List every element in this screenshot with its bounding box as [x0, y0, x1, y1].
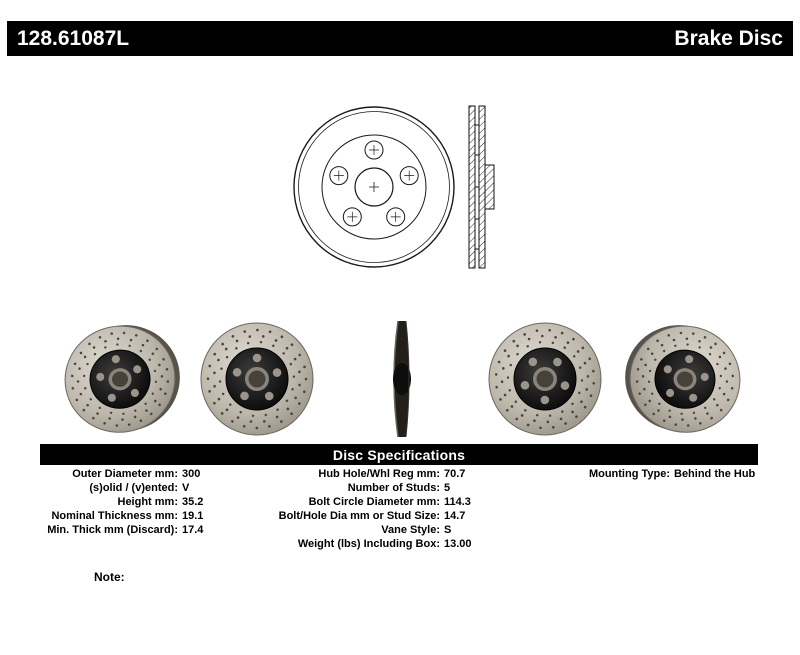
spec-label: Weight (lbs) Including Box: — [297, 538, 440, 550]
spec-row: Height mm: 35.2 — [40, 495, 204, 509]
note-label: Note: — [94, 570, 125, 584]
spec-section-title: Disc Specifications — [332, 446, 466, 463]
spec-row: Outer Diameter mm: 300 — [40, 467, 203, 481]
spec-label: Hub Hole/Whl Reg mm: — [318, 468, 440, 480]
spec-column-middle: Hub Hole/Whl Reg mm: 70.7 Number of Stud… — [262, 467, 472, 551]
spec-row: Vane Style: S — [262, 523, 472, 537]
spec-value: 5 — [444, 482, 451, 494]
spec-row: Bolt Circle Diameter mm: 114.3 — [262, 495, 472, 509]
spec-label: Number of Studs: — [347, 482, 440, 494]
spec-row: Nominal Thickness mm: 19.1 — [40, 509, 203, 523]
spec-label: Vane Style: — [381, 524, 440, 536]
rotor-photo-edge — [393, 320, 411, 438]
spec-row: Bolt/Hole Dia mm or Stud Size: 14.7 — [262, 509, 472, 523]
spec-label: Bolt Circle Diameter mm: — [308, 496, 440, 508]
spec-label: Nominal Thickness mm: — [51, 510, 178, 522]
spec-row: Number of Studs: 5 — [262, 481, 472, 495]
spec-label: Mounting Type: — [588, 468, 670, 480]
spec-row: Mounting Type: Behind the Hub — [556, 467, 755, 481]
spec-value: 300 — [182, 468, 201, 480]
spec-value: 13.00 — [444, 538, 472, 550]
rotor-photo-tilted-left — [64, 325, 180, 433]
spec-value: 114.3 — [444, 496, 471, 508]
spec-label: (s)olid / (v)ented: — [89, 482, 178, 494]
rotor-photo-front — [200, 322, 314, 436]
spec-label: Outer Diameter mm: — [72, 468, 178, 480]
spec-row: Hub Hole/Whl Reg mm: 70.7 — [262, 467, 472, 481]
spec-label: Bolt/Hole Dia mm or Stud Size: — [278, 510, 440, 522]
spec-value: 35.2 — [182, 496, 204, 508]
spec-value: 70.7 — [444, 468, 466, 480]
rotor-photo-tilted-right — [625, 325, 741, 433]
spec-column-left: Outer Diameter mm: 300 (s)olid / (v)ente… — [40, 467, 203, 537]
product-type: Brake Disc — [674, 26, 783, 50]
brake-disc-front-drawing — [293, 106, 455, 268]
spec-section-bar: Disc Specifications — [40, 444, 758, 465]
spec-value: 17.4 — [182, 524, 204, 536]
spec-value: V — [182, 482, 190, 494]
spec-value: 19.1 — [182, 510, 204, 522]
spec-row: Weight (lbs) Including Box: 13.00 — [262, 537, 472, 551]
spec-label: Height mm: — [117, 496, 179, 508]
brake-disc-section-drawing — [468, 105, 495, 269]
part-number: 128.61087L — [17, 26, 130, 50]
spec-value: 14.7 — [444, 510, 466, 522]
spec-value: Behind the Hub — [674, 468, 756, 480]
header-bar: 128.61087L Brake Disc — [7, 21, 793, 56]
spec-value: S — [444, 524, 452, 536]
spec-row: (s)olid / (v)ented: V — [40, 481, 203, 495]
rotor-photo-front-2 — [488, 322, 602, 436]
spec-label: Min. Thick mm (Discard): — [47, 524, 178, 536]
spec-row: Min. Thick mm (Discard): 17.4 — [40, 523, 203, 537]
spec-column-right: Mounting Type: Behind the Hub — [556, 467, 755, 481]
